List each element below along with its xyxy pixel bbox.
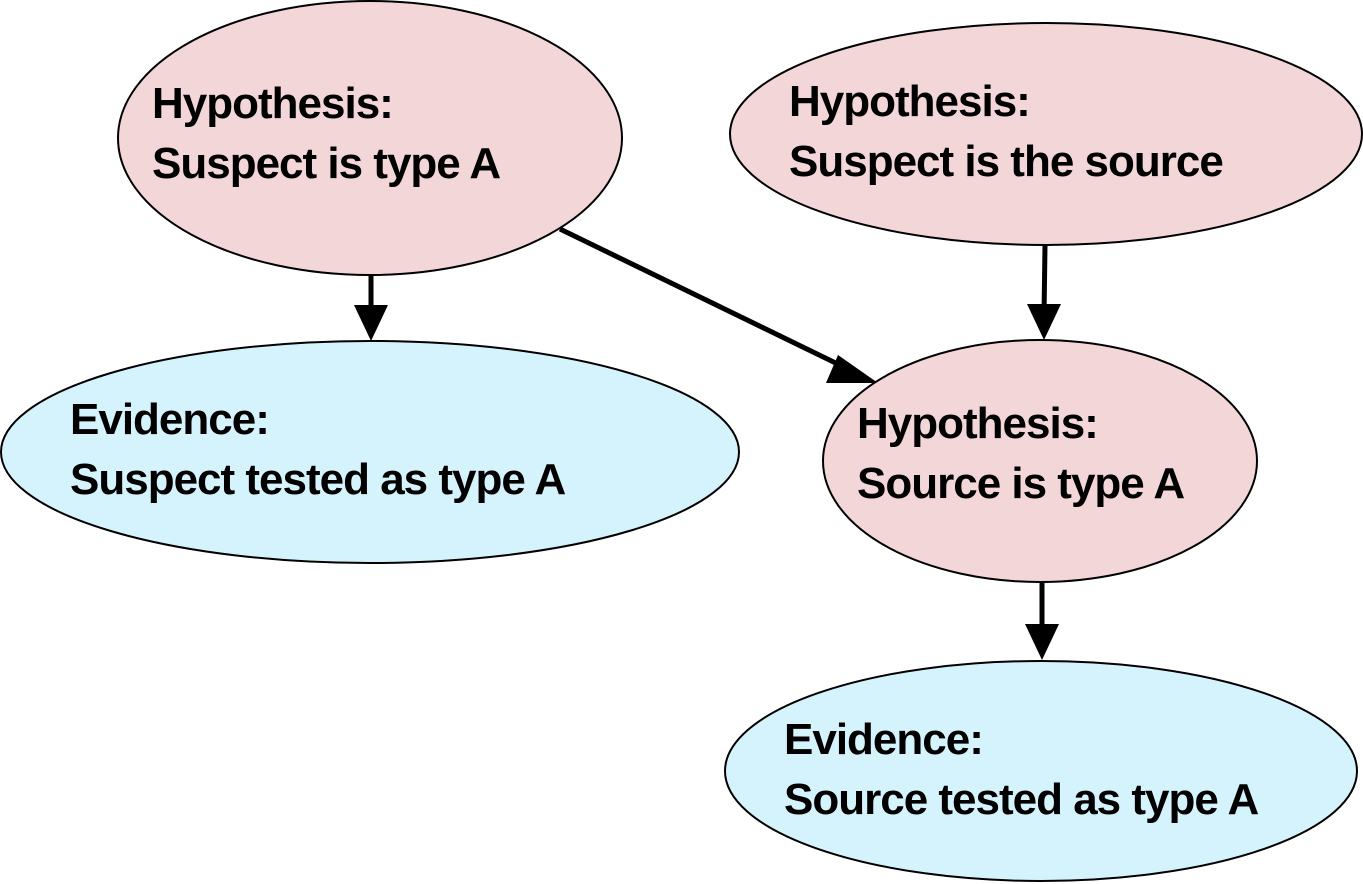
node-title: Evidence: — [784, 715, 983, 764]
node-label: Suspect tested as type A — [70, 455, 565, 504]
node-ellipse — [822, 339, 1258, 583]
node-ellipse — [724, 660, 1358, 882]
node-label: Source tested as type A — [784, 775, 1258, 824]
node-evidence-source-tested: Evidence: Source tested as type A — [724, 660, 1358, 882]
node-hypothesis-suspect-type-a: Hypothesis: Suspect is type A — [117, 0, 623, 276]
node-hypothesis-suspect-source: Hypothesis: Suspect is the source — [729, 22, 1363, 246]
edge-suspect-type-a-to-source-type-a — [558, 226, 852, 373]
node-ellipse — [117, 0, 623, 276]
node-hypothesis-source-type-a: Hypothesis: Source is type A — [822, 339, 1258, 583]
node-label: Suspect is the source — [789, 137, 1223, 186]
node-title: Hypothesis: — [152, 79, 393, 128]
node-title: Hypothesis: — [857, 399, 1098, 448]
node-ellipse — [729, 22, 1363, 246]
arrowhead-suspect-tested — [354, 305, 388, 341]
node-label: Suspect is type A — [152, 139, 500, 188]
node-ellipse — [0, 340, 740, 564]
node-title: Evidence: — [70, 395, 269, 444]
node-title: Hypothesis: — [789, 77, 1030, 126]
arrowhead-source-type-a-from-top — [1027, 304, 1061, 340]
arrowhead-source-tested — [1025, 624, 1059, 660]
node-evidence-suspect-tested: Evidence: Suspect tested as type A — [0, 340, 740, 564]
arrowhead-source-type-a-from-left — [826, 355, 878, 383]
node-label: Source is type A — [857, 459, 1184, 508]
edges — [354, 226, 1061, 660]
